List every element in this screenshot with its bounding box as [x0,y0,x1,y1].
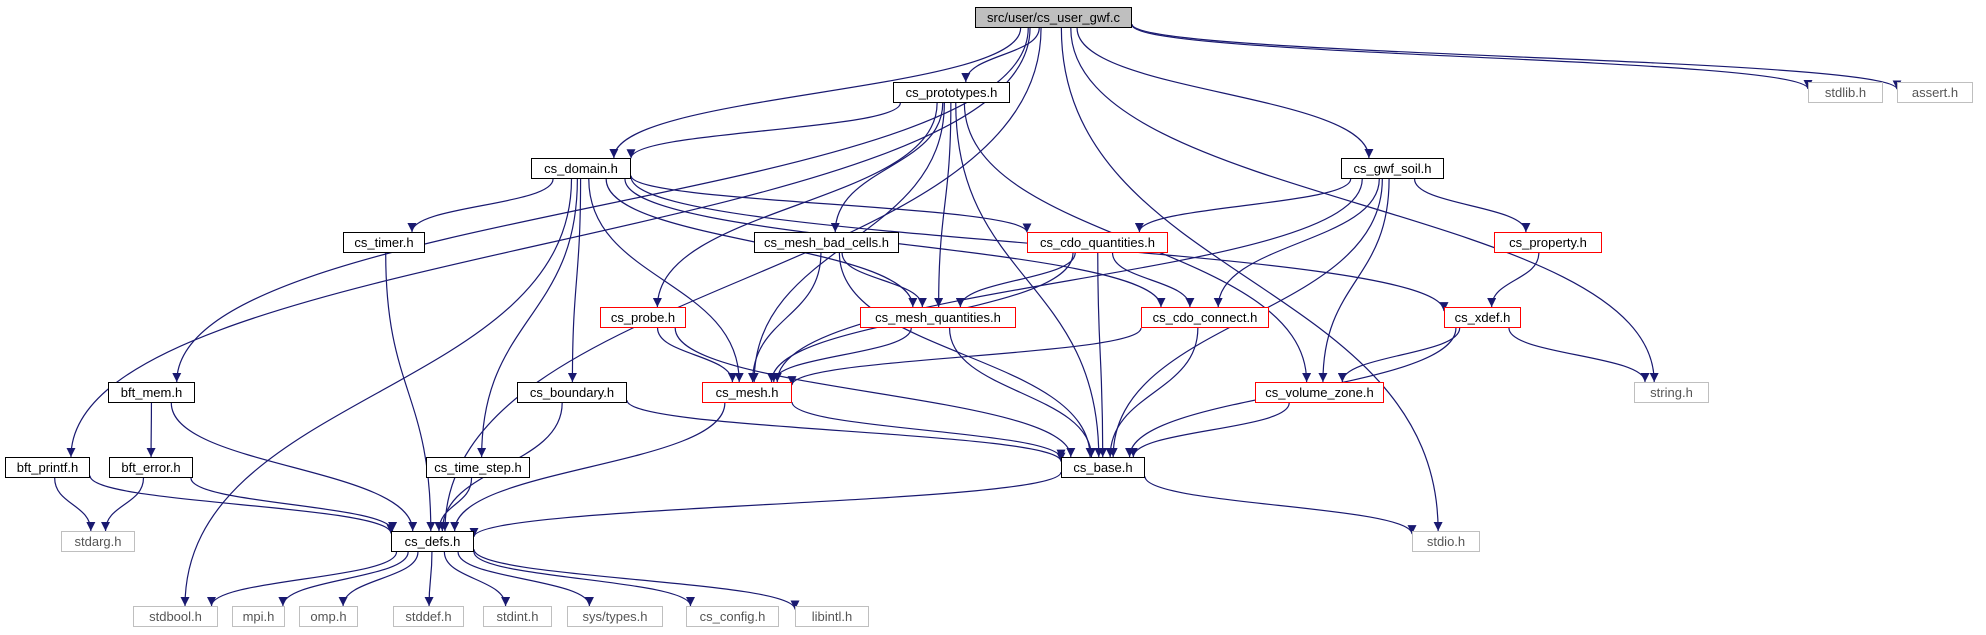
edge-cs-defs-to-stdbool [207,551,398,607]
edge-cs-mesh-to-cs-base [791,401,1066,459]
edge-cs-cdo-connect-to-cs-mesh [787,327,1142,386]
edge-cs-cdo-quantities-to-cs-cdo-connect [1111,252,1195,308]
node-cs-volume-zone[interactable]: cs_volume_zone.h [1255,382,1384,403]
edge-bft-error-to-cs-defs [190,477,397,532]
edge-cs-defs-to-libintl [473,549,800,610]
node-cs-cdo-quantities[interactable]: cs_cdo_quantities.h [1027,232,1168,253]
node-root[interactable]: src/user/cs_user_gwf.c [975,7,1132,28]
node-libintl[interactable]: libintl.h [795,606,869,627]
node-cs-time-step[interactable]: cs_time_step.h [426,457,530,478]
edge-cs-prototypes-to-cs-probe [652,102,938,308]
edge-cs-defs-to-sys-types [457,551,594,607]
edge-cs-domain-to-cs-timer [407,178,554,233]
edge-root-to-cs-prototypes [961,27,1040,83]
edge-cs-mesh-bad-cells-to-cs-mesh-quantities [841,252,927,308]
node-cs-property[interactable]: cs_property.h [1494,232,1602,253]
node-cs-boundary[interactable]: cs_boundary.h [517,382,627,403]
edge-cs-mesh-bad-cells-to-cs-mesh [748,252,822,383]
node-cs-mesh-quantities[interactable]: cs_mesh_quantities.h [860,307,1016,328]
edge-cs-prototypes-to-cs-base [955,102,1104,458]
edge-bft-printf-to-cs-defs [89,475,396,534]
edge-cs-domain-to-cs-mesh [588,178,744,383]
edge-cs-base-to-cs-defs [469,471,1062,538]
edge-cs-time-step-to-cs-defs [434,477,473,532]
edge-cs-defs-to-mpi [278,551,409,607]
node-omp[interactable]: omp.h [299,606,358,627]
edge-cs-boundary-to-cs-base [626,400,1066,462]
edge-cs-cdo-quantities-to-cs-base [1097,252,1108,458]
edge-cs-domain-to-cs-cdo-quantities [630,175,1032,233]
edge-cs-domain-to-cs-time-step [477,178,578,458]
edge-cs-mesh-bad-cells-to-cs-base [838,252,1095,458]
edge-cs-defs-to-stdint [443,551,511,607]
edge-root-to-cs-defs [440,27,1042,532]
node-bft-mem[interactable]: bft_mem.h [108,382,195,403]
node-stdarg[interactable]: stdarg.h [61,531,135,552]
edge-cs-volume-zone-to-cs-base [1128,402,1290,458]
node-bft-printf[interactable]: bft_printf.h [5,457,90,478]
edge-cs-probe-to-cs-mesh [656,327,737,383]
node-cs-timer[interactable]: cs_timer.h [343,232,425,253]
edge-root-to-cs-domain [609,27,1022,159]
node-cs-domain[interactable]: cs_domain.h [531,158,631,179]
node-cs-prototypes[interactable]: cs_prototypes.h [893,82,1010,103]
edge-cs-domain-to-stdbool [180,178,573,607]
edge-root-to-assert [1131,23,1902,90]
node-stdbool[interactable]: stdbool.h [133,606,218,627]
node-cs-cdo-connect[interactable]: cs_cdo_connect.h [1141,307,1269,328]
edge-cs-probe-to-cs-base [674,327,1076,458]
edge-cs-xdef-to-string [1508,327,1650,383]
edge-cs-gwf-soil-to-cs-cdo-quantities [1134,178,1352,233]
node-stdint[interactable]: stdint.h [483,606,552,627]
edge-bft-printf-to-stdarg [54,477,96,532]
edge-layer [54,23,1902,610]
edge-cs-gwf-soil-to-cs-volume-zone [1318,178,1390,383]
node-stdlib[interactable]: stdlib.h [1808,82,1883,103]
edge-cs-mesh-to-cs-defs [450,402,726,532]
edge-cs-gwf-soil-to-cs-property [1413,178,1531,233]
edge-cs-prototypes-to-cs-mesh-bad-cells [830,102,944,233]
edge-root-to-string [1070,27,1659,383]
edge-cs-defs-to-stddef [424,551,434,607]
edge-cs-mesh-quantities-to-cs-mesh [769,327,912,383]
edge-root-to-bft-printf [66,27,1031,458]
edge-cs-prototypes-to-cs-mesh-quantities [934,102,952,308]
node-cs-probe[interactable]: cs_probe.h [600,307,686,328]
edge-root-to-cs-gwf-soil [1076,27,1374,159]
node-cs-gwf-soil[interactable]: cs_gwf_soil.h [1341,158,1444,179]
edge-root-to-stdlib [1131,24,1813,90]
node-string[interactable]: string.h [1634,382,1709,403]
edge-cs-cdo-connect-to-cs-base [1105,327,1199,458]
edge-bft-error-to-stdarg [101,477,145,532]
node-bft-error[interactable]: bft_error.h [109,457,193,478]
node-cs-config[interactable]: cs_config.h [686,606,779,627]
edge-cs-gwf-soil-to-cs-mesh [772,178,1363,383]
edge-cs-cdo-quantities-to-cs-mesh-quantities [955,252,1076,308]
node-stdio[interactable]: stdio.h [1412,531,1480,552]
edge-bft-mem-to-cs-defs [170,402,418,532]
edge-cs-timer-to-cs-defs [385,252,436,532]
node-mpi[interactable]: mpi.h [232,606,285,627]
node-sys-types[interactable]: sys/types.h [567,606,663,627]
edge-cs-xdef-to-cs-volume-zone [1337,327,1461,383]
edge-cs-mesh-quantities-to-cs-base [948,327,1096,458]
edge-root-to-stdio [1060,27,1443,532]
edge-cs-gwf-soil-to-cs-cdo-connect [1213,178,1380,308]
node-cs-mesh-bad-cells[interactable]: cs_mesh_bad_cells.h [754,232,899,253]
node-cs-mesh[interactable]: cs_mesh.h [702,382,792,403]
node-cs-base[interactable]: cs_base.h [1061,457,1145,478]
edge-cs-prototypes-to-cs-domain [626,102,901,159]
edge-cs-base-to-stdio [1144,476,1417,535]
edge-cs-property-to-cs-xdef [1487,252,1540,308]
edge-cs-domain-to-cs-boundary [567,178,582,383]
node-assert[interactable]: assert.h [1897,82,1973,103]
node-cs-xdef[interactable]: cs_xdef.h [1444,307,1521,328]
edge-cs-defs-to-omp [338,551,419,607]
edge-cs-defs-to-cs-config [473,551,695,607]
node-cs-defs[interactable]: cs_defs.h [391,531,474,552]
node-stddef[interactable]: stddef.h [393,606,464,627]
